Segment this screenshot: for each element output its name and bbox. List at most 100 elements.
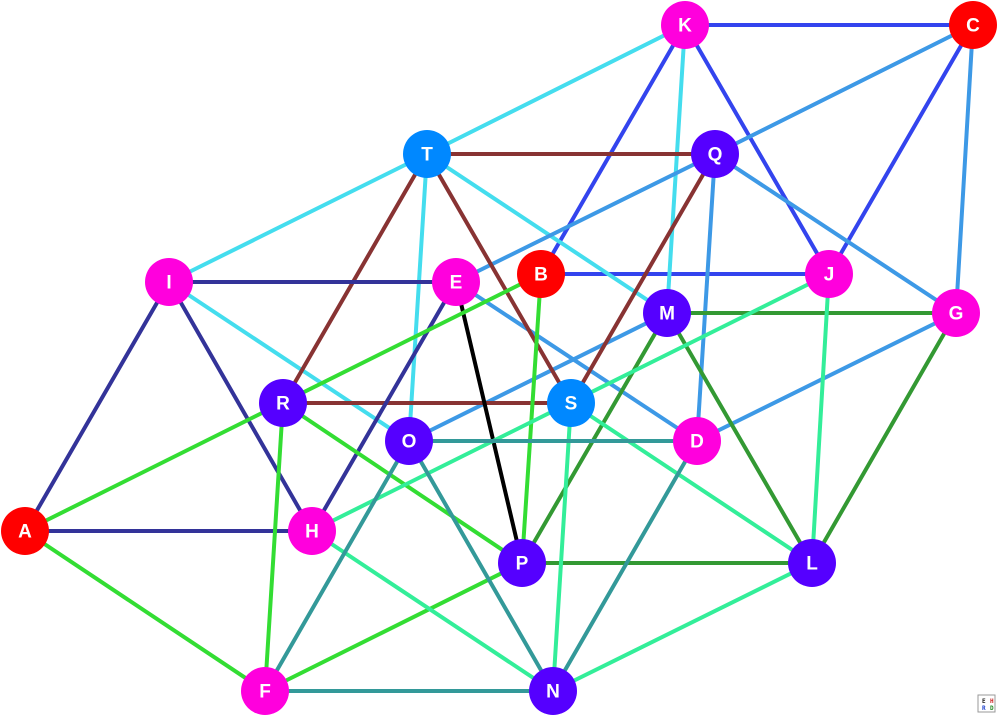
node-circle-D [673,417,721,465]
edge-O-F [263,439,411,693]
node-N: N [529,667,577,715]
node-label-B: B [534,265,548,286]
edge-T-S [425,152,573,405]
node-label-R: R [276,394,290,415]
node-O: O [385,417,433,465]
node-S: S [547,379,595,427]
edge-E-D [454,280,699,443]
edge-B-P [520,272,543,565]
node-label-O: O [402,432,417,453]
edge-I-H [167,280,314,533]
node-R: R [259,379,307,427]
node-circle-L [788,539,836,587]
node-label-C: C [966,16,980,37]
node-K: K [661,1,709,49]
node-H: H [288,507,336,555]
node-circle-I [145,258,193,306]
edge-K-T [425,23,687,156]
edge-C-Q [713,23,975,156]
node-circle-C [949,1,997,49]
node-J: J [805,250,853,298]
node-B: B [517,250,565,298]
edge-C-J [827,23,975,276]
edge-M-L [665,311,814,565]
node-G: G [932,289,980,337]
edge-P-F [263,561,524,693]
node-circle-F [241,667,289,715]
node-label-Q: Q [708,145,723,166]
node-circle-O [385,417,433,465]
edge-K-M [665,23,687,315]
edge-A-F [23,529,267,693]
node-Q: Q [691,130,739,178]
watermark-letter-H: H [990,698,994,705]
edge-K-J [683,23,831,276]
node-label-N: N [546,682,560,703]
watermark-letter-D: D [990,705,994,712]
node-A: A [1,507,49,555]
node-L: L [788,539,836,587]
node-circle-E [432,258,480,306]
node-P: P [498,539,546,587]
node-C: C [949,1,997,49]
edge-R-P [281,401,524,565]
edge-H-N [310,529,555,693]
node-T: T [403,130,451,178]
node-circle-N [529,667,577,715]
edges-layer [23,23,975,693]
node-M: M [643,289,691,337]
node-label-T: T [421,145,433,166]
edge-Q-D [695,152,717,443]
node-circle-M [643,289,691,337]
node-label-K: K [678,16,692,37]
edge-T-O [407,152,429,443]
node-label-I: I [166,273,171,294]
edge-D-N [551,439,699,693]
edge-Q-S [569,152,717,405]
edge-C-G [954,23,975,315]
edge-G-D [695,311,958,443]
edge-T-R [281,152,429,405]
node-circle-S [547,379,595,427]
node-circle-P [498,539,546,587]
node-label-D: D [690,432,704,453]
node-label-E: E [450,273,463,294]
edge-S-N [551,401,573,693]
node-circle-J [805,250,853,298]
node-label-L: L [806,554,818,575]
node-label-S: S [565,394,578,415]
edge-M-P [520,311,669,565]
edge-J-L [810,272,831,565]
edge-E-H [310,280,458,533]
node-label-F: F [259,682,271,703]
edge-M-O [407,311,669,443]
node-F: F [241,667,289,715]
edge-R-F [263,401,285,693]
node-label-G: G [949,304,964,325]
node-circle-T [403,130,451,178]
edge-G-L [810,311,958,565]
node-label-A: A [18,522,32,543]
edge-T-M [425,152,669,315]
edge-I-A [23,280,171,533]
node-circle-H [288,507,336,555]
node-circle-K [661,1,709,49]
node-circle-R [259,379,307,427]
node-circle-G [932,289,980,337]
watermark-frame [977,694,996,713]
edge-K-B [539,23,687,276]
edge-L-N [551,561,814,693]
watermark-letter-R: R [982,705,986,712]
node-circle-Q [691,130,739,178]
node-D: D [673,417,721,465]
edge-E-P [454,280,524,565]
node-I: I [145,258,193,306]
node-circle-B [517,250,565,298]
node-E: E [432,258,480,306]
node-label-P: P [516,554,529,575]
edge-O-N [407,439,555,693]
edge-S-L [569,401,814,565]
